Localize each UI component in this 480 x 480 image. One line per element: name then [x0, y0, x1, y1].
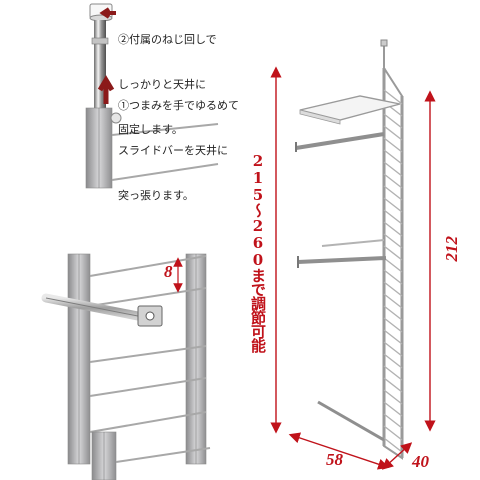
dim-depth-label: 40 [412, 452, 429, 471]
ladder-frame [382, 64, 404, 460]
dim-height-label: 212 [442, 236, 461, 262]
ladder-rung [383, 233, 403, 249]
ladder-rung [383, 137, 403, 153]
ladder-rung [383, 329, 403, 345]
ladder-rung [383, 173, 403, 189]
ladder-rung [383, 221, 403, 237]
ladder-rung [383, 125, 403, 141]
dim-range-label: 215～260まで調節可能 [249, 152, 267, 352]
dim-gap-label: 8 [164, 262, 173, 281]
ladder-rung [383, 161, 403, 177]
ladder-rung [383, 293, 403, 309]
side-knob [110, 112, 122, 124]
dim-width-label: 58 [326, 450, 343, 469]
ladder-rung [383, 389, 403, 405]
ladder-rung [383, 149, 403, 165]
hanger-bar-upper [295, 132, 385, 150]
callout-step1-line3: 突っ張ります。 [118, 189, 194, 202]
arrow-up-icon [97, 75, 115, 104]
ladder-rung [383, 257, 403, 273]
ladder-rung [383, 245, 403, 261]
ladder-rung [383, 317, 403, 333]
ladder-rung [383, 353, 403, 369]
callout-step2-line3: 固定します。 [118, 123, 183, 136]
ladder-rung [383, 377, 403, 393]
callout-step2: ②付属のねじ回しで しっかりと天井に 固定します。 [118, 2, 217, 152]
ladder-rung [383, 89, 403, 105]
callout-step1: ①つまみを手でゆるめて スライドバーを天井に 突っ張ります。 [118, 68, 239, 218]
dim-depth-line [381, 442, 413, 470]
arrow-to-ceiling-icon [99, 7, 116, 19]
dim-width-line [288, 432, 390, 470]
callout-step2-line1: ②付属のねじ回しで [118, 33, 217, 46]
floor-bar [317, 400, 385, 442]
ladder-rung [383, 413, 403, 429]
ladder-rung [383, 341, 403, 357]
ladder-rung [383, 113, 403, 129]
ladder-rung [383, 437, 403, 453]
tension-detail [85, 3, 219, 189]
ladder-rung [383, 365, 403, 381]
callout-step1-line2: スライドバーを天井に [118, 144, 228, 157]
full-unit [270, 39, 436, 470]
ladder-rung [383, 305, 403, 321]
ladder-rung [383, 281, 403, 297]
hanger-detail [41, 253, 207, 465]
callout-step1-line1: ①つまみを手でゆるめて [118, 99, 239, 112]
ladder-rung [383, 185, 403, 201]
base-detail [91, 431, 211, 480]
hanger-bar-lower [297, 256, 387, 264]
ladder-rung [383, 209, 403, 225]
ladder-rung [383, 401, 403, 417]
callout-step2-line2: しっかりと天井に [118, 78, 206, 91]
ladder-rung [383, 269, 403, 285]
ladder-rung [383, 425, 403, 441]
ladder-rung [383, 197, 403, 213]
